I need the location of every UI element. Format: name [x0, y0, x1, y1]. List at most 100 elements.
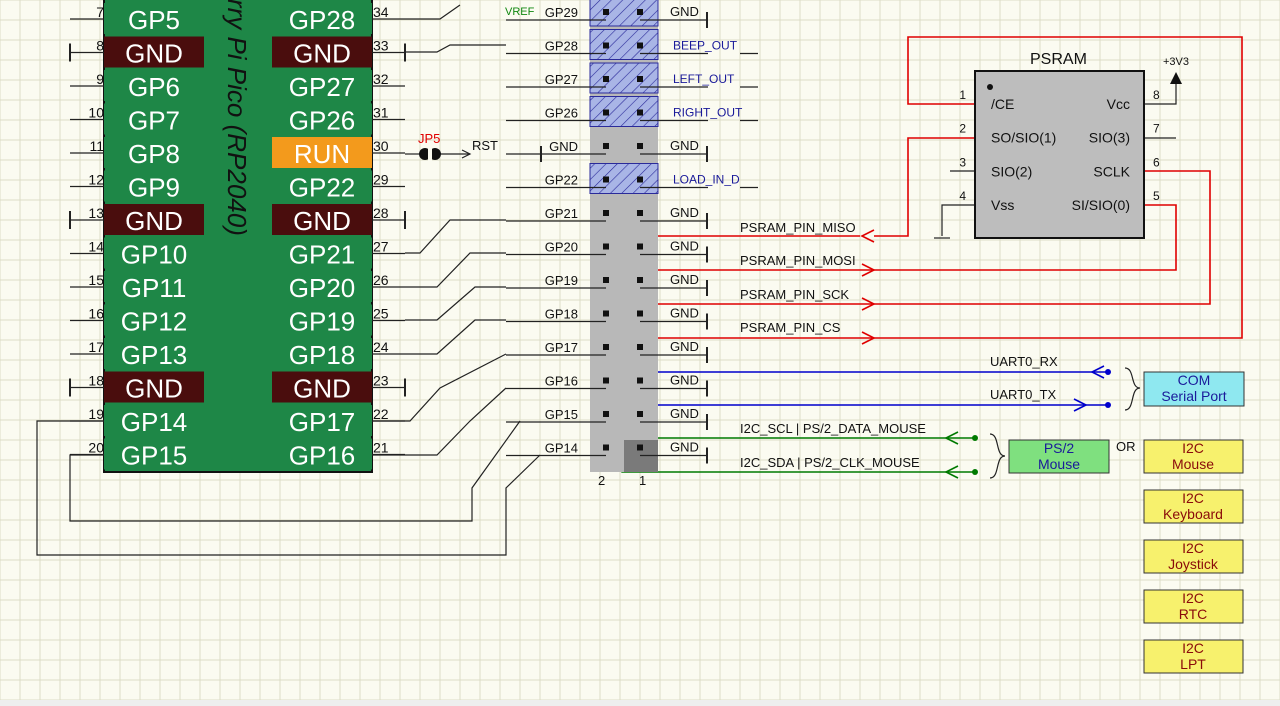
pico-pin-pad: [272, 36, 372, 68]
pico-pin-number: 28: [373, 205, 389, 221]
pico-pin-number: 18: [88, 373, 104, 389]
header-pin: [637, 176, 643, 183]
pico-pin-pad: [104, 405, 204, 436]
pico-pin-pad: [104, 170, 204, 202]
header-right-label: LEFT_OUT: [673, 72, 735, 86]
pico-pin-pad: [272, 438, 372, 470]
pico-pin-label: GP7: [128, 106, 180, 136]
pico-pin-label: GP21: [289, 240, 356, 270]
header-pin: [603, 444, 609, 451]
pico-pin-pad: [272, 70, 372, 101]
header-pin: [603, 176, 609, 183]
pico-pin-number: 22: [373, 406, 389, 422]
i2c-device-line2: Mouse: [1172, 456, 1214, 472]
com-serial-port: COM Serial Port: [1143, 371, 1245, 407]
ps2-line2: Mouse: [1038, 456, 1080, 472]
pico-pin-pad: [272, 3, 372, 34]
pico-pin-label: GP13: [121, 340, 188, 370]
pico-pin-pad: [272, 371, 372, 403]
pico-pin-label: GP19: [289, 307, 356, 337]
psram-title: PSRAM: [1030, 51, 1087, 68]
header-pin: [603, 76, 609, 82]
pico-pin-number: 32: [373, 71, 389, 87]
psram-pin-number: 2: [959, 122, 966, 136]
header-left-label: GP14: [545, 441, 578, 456]
pico-title: berry Pi Pico (RP2040): [222, 0, 252, 236]
header-pin: [637, 143, 643, 149]
signal-psram-cs: PSRAM_PIN_CS: [740, 320, 841, 335]
pico-pin-number: 8: [96, 38, 104, 54]
i2c-device-line1: I2C: [1182, 490, 1204, 506]
header-pin: [603, 109, 609, 116]
header-pin: [637, 277, 643, 283]
pico-pin-pad: [272, 237, 372, 269]
signal-uart-tx: UART0_TX: [990, 387, 1057, 402]
pico-pin-label: GND: [293, 39, 351, 69]
pico-pin-label: GP28: [289, 5, 356, 35]
pico-pin-pad: [272, 137, 372, 168]
pico-pin-pad: [104, 3, 204, 34]
pico-pin-pad: [104, 371, 204, 403]
pico-pin-number: 11: [89, 138, 104, 154]
pico-pin-number: 27: [373, 239, 389, 255]
pico-pin-number: 30: [373, 138, 389, 154]
header-pin: [603, 243, 609, 250]
pico-pin-number: 14: [88, 239, 104, 255]
header-pin: [637, 109, 643, 116]
header-left-label: GP28: [545, 39, 578, 54]
pico-pin-pad: [104, 204, 204, 235]
com-line2: Serial Port: [1161, 388, 1226, 404]
pico-pin-number: 34: [373, 4, 389, 20]
pico-pin-pad: [104, 338, 204, 369]
header-pin: [603, 42, 609, 49]
pico-pin-label: GP20: [289, 273, 356, 303]
pico-pin-number: 26: [373, 272, 389, 288]
pico-pin-number: 17: [88, 339, 104, 355]
pico-pin-pad: [272, 405, 372, 436]
psram-chip: PSRAM +3V3 1/CE2SO/SIO(1)3SIO(2)4Vss8Vcc…: [959, 51, 1189, 239]
pico-pin-7: 7 GP5: [70, 3, 204, 35]
psram-pin-label: /CE: [991, 96, 1014, 112]
header-left-label: GP27: [545, 72, 578, 87]
header-right-label: GND: [670, 272, 699, 287]
pico-pin-pad: [104, 36, 204, 68]
jumper-jp5[interactable]: JP5 RST: [418, 131, 498, 162]
psram-pin-number: 4: [959, 189, 966, 203]
header-right-label: GND: [670, 440, 699, 455]
psram-pin-label: SIO(3): [1089, 130, 1130, 146]
header-pin: [637, 76, 643, 82]
i2c-device-line2: LPT: [1180, 656, 1206, 672]
header-pin: [637, 377, 643, 384]
pico-pin-number: 7: [96, 4, 104, 20]
pico-pin-number: 20: [88, 440, 104, 456]
pico-pin-label: GP14: [121, 407, 188, 437]
psram-pin-number: 6: [1153, 155, 1160, 169]
header-right-label: GND: [670, 406, 699, 421]
pico-pin-number: 16: [88, 306, 104, 322]
pico-pin-number: 24: [373, 339, 389, 355]
pico-pin-label: GP5: [128, 5, 180, 35]
i2c-devices: I2CMouseI2CKeyboardI2CJoystickI2CRTCI2CL…: [1143, 439, 1244, 674]
psram-pin-number: 5: [1153, 189, 1160, 203]
pico-pin-label: GP18: [289, 340, 356, 370]
i2c-device-line1: I2C: [1182, 540, 1204, 556]
psram-pin-label: Vss: [991, 197, 1014, 213]
pico-pin-24: 24 GP18: [272, 338, 405, 370]
pico-pin-label: GP27: [289, 72, 356, 102]
jumper-signal: RST: [472, 138, 498, 153]
header-right-label: GND: [670, 205, 699, 220]
psram-pin-number: 7: [1153, 122, 1160, 136]
pico-pin-number: 23: [373, 373, 389, 389]
